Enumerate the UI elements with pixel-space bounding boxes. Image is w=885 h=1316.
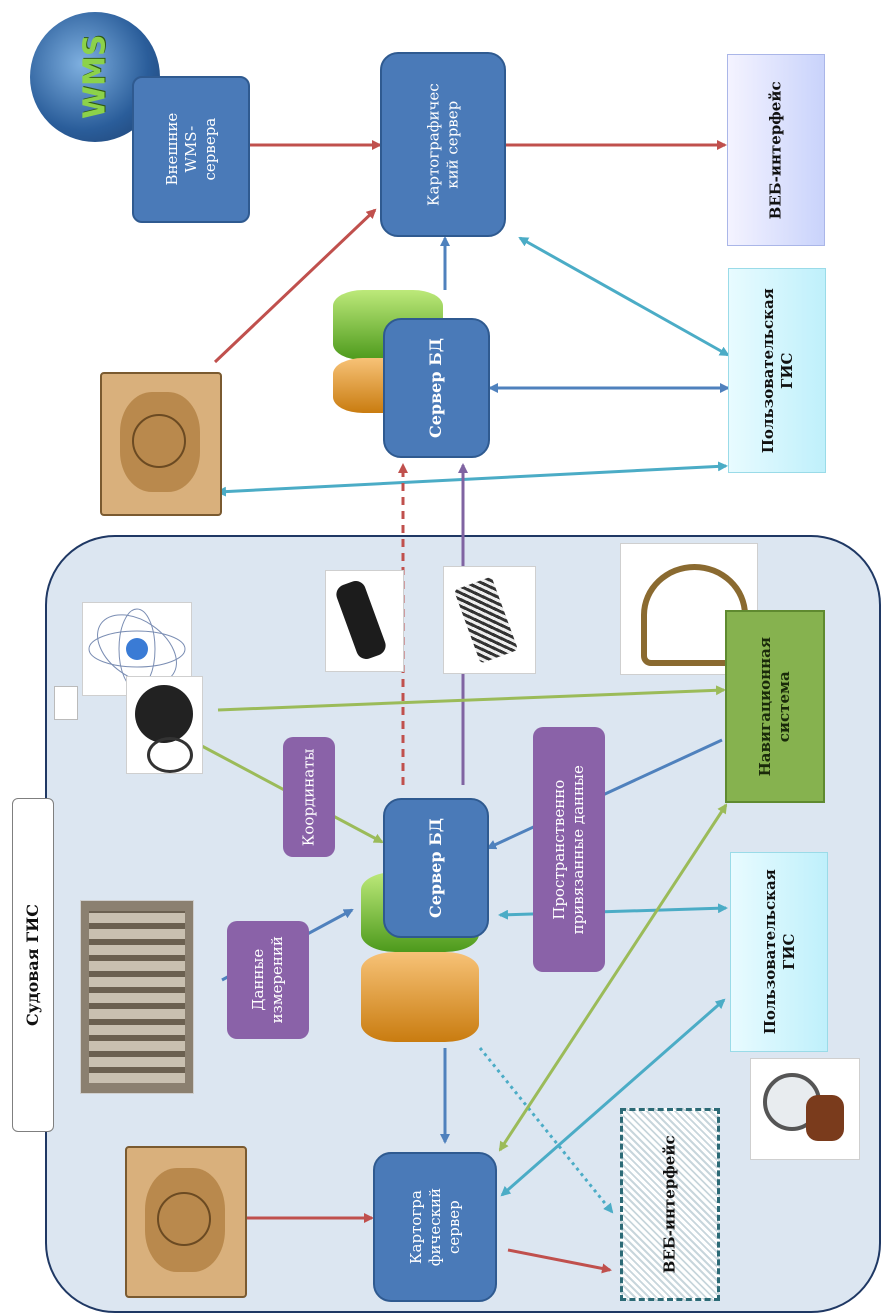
magnifier-image bbox=[750, 1058, 860, 1160]
usb-flash-image bbox=[443, 566, 536, 674]
shore-db-server: Сервер БД bbox=[383, 318, 490, 458]
vessel-map-image bbox=[125, 1146, 247, 1298]
vessel-user-gis: Пользовательская ГИС bbox=[730, 852, 828, 1052]
gps-small-frame bbox=[54, 686, 78, 720]
shore-map-server: Картографичес кий сервер bbox=[380, 52, 506, 237]
vessel-panel-title: Судовая ГИС bbox=[12, 798, 54, 1132]
label-coordinates: Координаты bbox=[283, 737, 335, 857]
measurement-instruments-image bbox=[80, 900, 194, 1094]
vessel-db-server: Сервер БД bbox=[383, 798, 489, 938]
vessel-map-server: Картогра фический сервер bbox=[373, 1152, 497, 1302]
label-spatial-data: Пространственно привязанные данные bbox=[533, 727, 605, 972]
external-wms-servers: Внешние WMS- сервера bbox=[132, 76, 250, 223]
usb-modem-image bbox=[325, 570, 404, 672]
vessel-web-interface: ВЕБ-интерфейс bbox=[620, 1108, 720, 1301]
shore-user-gis: Пользовательская ГИС bbox=[728, 268, 826, 473]
label-measurements: Данные измерений bbox=[227, 921, 309, 1039]
navigation-system: Навигационная система bbox=[725, 610, 825, 803]
shore-web-interface: ВЕБ-интерфейс bbox=[727, 54, 825, 246]
shore-map-image bbox=[100, 372, 222, 516]
gps-receiver-image bbox=[126, 676, 203, 774]
